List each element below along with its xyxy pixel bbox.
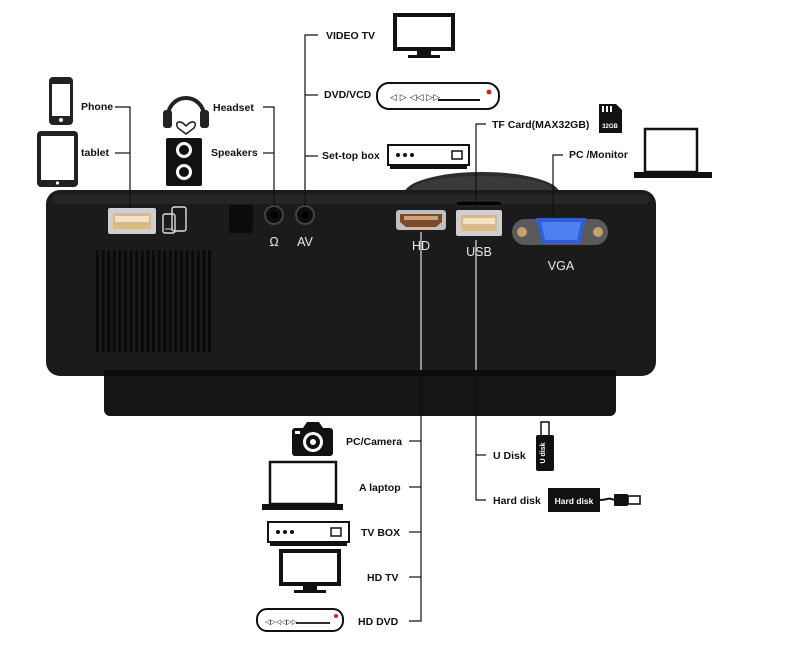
vent-slat: [208, 250, 211, 352]
vent-slat: [152, 250, 155, 352]
tf-card-slot: [455, 200, 503, 207]
vga-port: [512, 218, 608, 245]
dvd-vcd-label: DVD/VCD: [324, 89, 372, 101]
headphone-port-symbol: Ω: [269, 235, 278, 249]
vent-slat: [112, 250, 116, 352]
usb-port-right: [456, 210, 502, 236]
hard-disk-label: Hard disk: [493, 495, 541, 507]
vent-slat: [196, 250, 200, 352]
tablet-icon: [37, 131, 78, 187]
phone-connector-line: [115, 106, 131, 208]
vent-slat: [146, 250, 150, 352]
headset-label: Headset: [213, 102, 254, 114]
vent-slat: [174, 250, 178, 352]
camera-icon: [292, 422, 333, 456]
hd-dvd-icon: ◁▷◁◁▷▷: [256, 608, 344, 632]
usb-connector-line: [475, 370, 486, 501]
speakers-label: Speakers: [211, 147, 258, 159]
vent-slat: [163, 250, 167, 352]
vent-slat: [101, 250, 105, 352]
ir-sensor: [229, 205, 253, 233]
vent-slat: [157, 250, 161, 352]
vent-slat: [124, 250, 127, 352]
usb-port-label: USB: [466, 245, 492, 259]
hd-tv-icon: [279, 549, 341, 593]
svg-text:◁▷◁◁▷▷: ◁▷◁◁▷▷: [265, 618, 298, 626]
hard-disk-box-text: Hard disk: [555, 496, 594, 506]
u-disk-label: U Disk: [493, 450, 526, 462]
vent-slat: [168, 250, 172, 352]
sd-card-text: 32GB: [602, 124, 618, 130]
u-disk-icon: U disk: [536, 421, 554, 471]
vent-grille: [96, 250, 211, 352]
headphone-jack: [264, 205, 284, 225]
tv-icon: [393, 13, 455, 58]
phone-icon: [49, 77, 73, 125]
vent-slat: [107, 250, 111, 352]
tv-box-icon: [267, 521, 350, 546]
vent-slat: [129, 250, 133, 352]
laptop-icon: [634, 127, 712, 178]
laptop-label: A laptop: [359, 482, 401, 494]
video-tv-label: VIDEO TV: [326, 30, 375, 42]
tablet-label: tablet: [81, 147, 110, 159]
headset-icon: [163, 96, 209, 135]
vent-slat: [180, 250, 183, 352]
sd-card-icon: 32GB: [599, 104, 622, 133]
laptop-bottom-icon: [262, 460, 343, 510]
set-top-box-icon: [387, 144, 470, 169]
vent-slat: [185, 250, 189, 352]
vga-port-label: VGA: [548, 259, 575, 273]
vent-slat: [202, 250, 206, 352]
tf-card-connector-line: [475, 123, 486, 201]
hdmi-port: [396, 210, 446, 230]
tf-card-label: TF Card(MAX32GB): [492, 119, 589, 131]
av-port-label: AV: [297, 235, 313, 249]
av-jack: [295, 205, 315, 225]
device-sync-icon: [162, 206, 187, 234]
vent-slat: [191, 250, 195, 352]
pc-monitor-label: PC /Monitor: [569, 149, 628, 161]
headset-connector-line: [263, 106, 275, 206]
svg-text:◁ ▷ ◁◁ ▷▷: ◁ ▷ ◁◁ ▷▷: [390, 93, 440, 103]
vent-slat: [140, 250, 144, 352]
pc-monitor-connector-line: [552, 154, 563, 218]
u-disk-stick-text: U disk: [540, 442, 547, 463]
hd-dvd-label: HD DVD: [358, 616, 399, 628]
set-top-box-label: Set-top box: [322, 150, 380, 162]
usb-port-left: [108, 208, 156, 234]
dvd-player-icon: ◁ ▷ ◁◁ ▷▷: [376, 82, 500, 110]
hard-disk-icon: Hard disk: [548, 488, 641, 512]
tv-box-label: TV BOX: [361, 527, 400, 539]
pc-camera-label: PC/Camera: [346, 436, 402, 448]
speakers-icon: [166, 138, 202, 186]
hd-connector-line: [409, 370, 422, 622]
phone-label: Phone: [81, 101, 113, 113]
hd-tv-label: HD TV: [367, 572, 399, 584]
vent-slat: [135, 250, 139, 352]
av-connector-line: [304, 34, 318, 206]
vent-slat: [118, 250, 122, 352]
vent-slat: [96, 250, 99, 352]
